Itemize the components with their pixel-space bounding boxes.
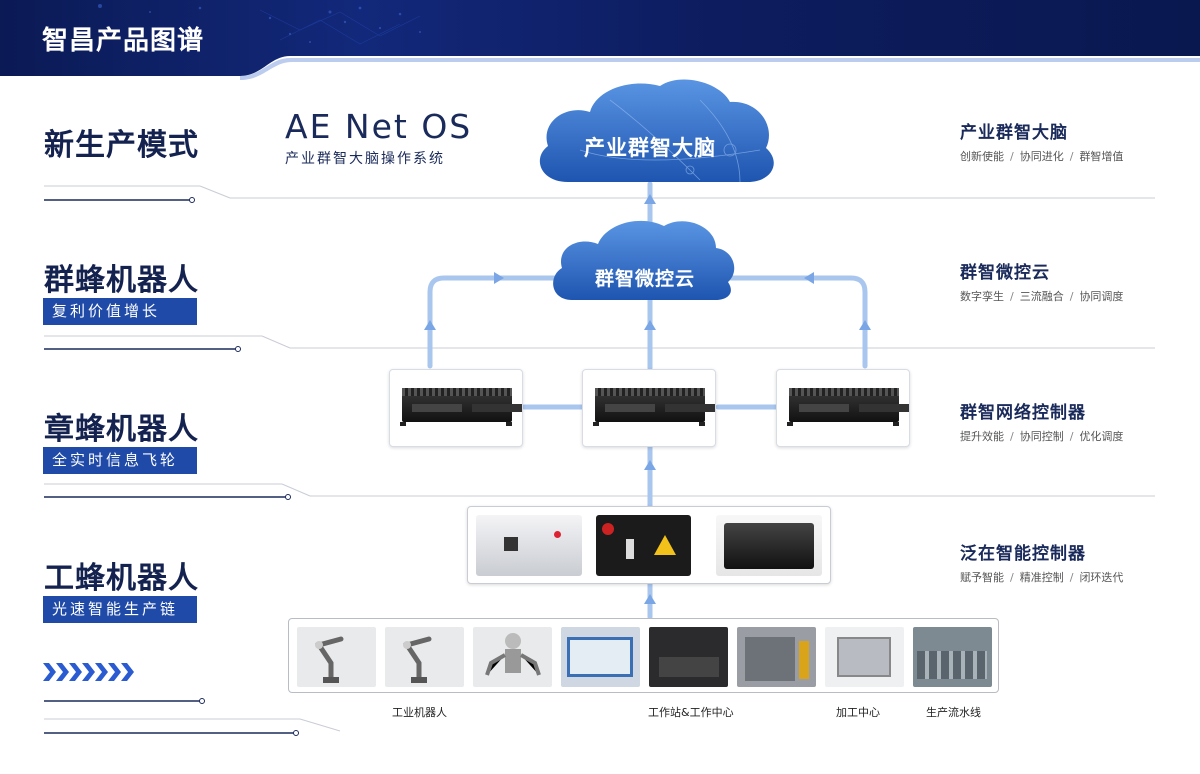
- banner-background: [0, 0, 1200, 80]
- section-title-worker-robot: 工蜂机器人: [44, 561, 199, 596]
- section-tag-zhang-robot: 全实时信息飞轮: [43, 447, 197, 474]
- equipment-row: [288, 618, 999, 693]
- network-controller-1: [389, 369, 523, 447]
- os-subtitle: 产业群智大脑操作系统: [285, 151, 445, 167]
- section-title-new-mode: 新生产模式: [44, 128, 199, 163]
- smart-controller-group: [467, 506, 831, 584]
- right-title-micro-cloud: 群智微控云: [960, 263, 1050, 283]
- cloud-mid-label: 群智微控云: [594, 268, 695, 290]
- page-title: 智昌产品图谱: [42, 26, 205, 56]
- smart-controller-black-image: [716, 515, 822, 576]
- right-title-brain: 产业群智大脑: [960, 123, 1068, 143]
- network-controller-3: [776, 369, 910, 447]
- label-machining-center: 加工中心: [836, 706, 880, 719]
- section-title-zhang-robot: 章蜂机器人: [44, 412, 199, 447]
- right-sub-smart-controller: 赋予智能/精准控制/闭环迭代: [960, 571, 1124, 584]
- header-banner: 智昌产品图谱: [0, 0, 1200, 80]
- controller-device-image: [402, 388, 512, 422]
- equipment-dual-arm-robot: [473, 627, 552, 687]
- controller-device-image: [595, 388, 705, 422]
- chevron-right-icon: [43, 663, 134, 681]
- section-title-swarm-robot: 群蜂机器人: [44, 263, 199, 298]
- right-sub-item: 创新使能: [960, 150, 1004, 163]
- smart-controller-silver-image: [476, 515, 582, 576]
- label-industrial-robot: 工业机器人: [392, 706, 447, 719]
- right-sub-item: 提升效能: [960, 430, 1004, 443]
- right-sub-item: 数字孪生: [960, 290, 1004, 303]
- right-title-smart-controller: 泛在智能控制器: [960, 544, 1086, 564]
- cloud-top: [539, 79, 774, 183]
- cloud-mid: [553, 220, 735, 300]
- section-tag-worker-robot: 光速智能生产链: [43, 596, 197, 623]
- right-sub-brain: 创新使能/协同进化/群智增值: [960, 150, 1124, 163]
- right-sub-item: 协同调度: [1079, 290, 1124, 303]
- smart-controller-panel-image: [596, 515, 691, 576]
- right-sub-micro-cloud: 数字孪生/三流融合/协同调度: [960, 290, 1124, 303]
- right-title-network-controller: 群智网络控制器: [960, 403, 1086, 423]
- right-sub-item: 赋予智能: [960, 571, 1004, 584]
- right-sub-item: 优化调度: [1079, 430, 1124, 443]
- equipment-workstation-2: [649, 627, 728, 687]
- equipment-robot-arm-2: [385, 627, 464, 687]
- right-sub-item: 协同控制: [1019, 430, 1064, 443]
- controller-device-image: [789, 388, 899, 422]
- arrow-heads: [424, 194, 871, 604]
- section-tag-swarm-robot: 复利价值增长: [43, 298, 197, 325]
- equipment-workstation-3: [737, 627, 816, 687]
- equipment-machining-center: [825, 627, 904, 687]
- cloud-top-label: 产业群智大脑: [584, 136, 716, 160]
- right-sub-item: 三流融合: [1019, 290, 1064, 303]
- equipment-workstation-1: [561, 627, 640, 687]
- equipment-robot-arm-1: [297, 627, 376, 687]
- right-sub-item: 群智增值: [1079, 150, 1124, 163]
- equipment-production-line: [913, 627, 992, 687]
- label-production-line: 生产流水线: [926, 706, 981, 719]
- right-sub-network-controller: 提升效能/协同控制/优化调度: [960, 430, 1124, 443]
- right-sub-item: 精准控制: [1019, 571, 1064, 584]
- network-controller-2: [582, 369, 716, 447]
- connector-lines: [427, 181, 868, 620]
- os-name: AE Net OS: [285, 107, 473, 146]
- label-workstation: 工作站&工作中心: [648, 706, 734, 719]
- right-sub-item: 闭环迭代: [1079, 571, 1124, 584]
- right-sub-item: 协同进化: [1019, 150, 1064, 163]
